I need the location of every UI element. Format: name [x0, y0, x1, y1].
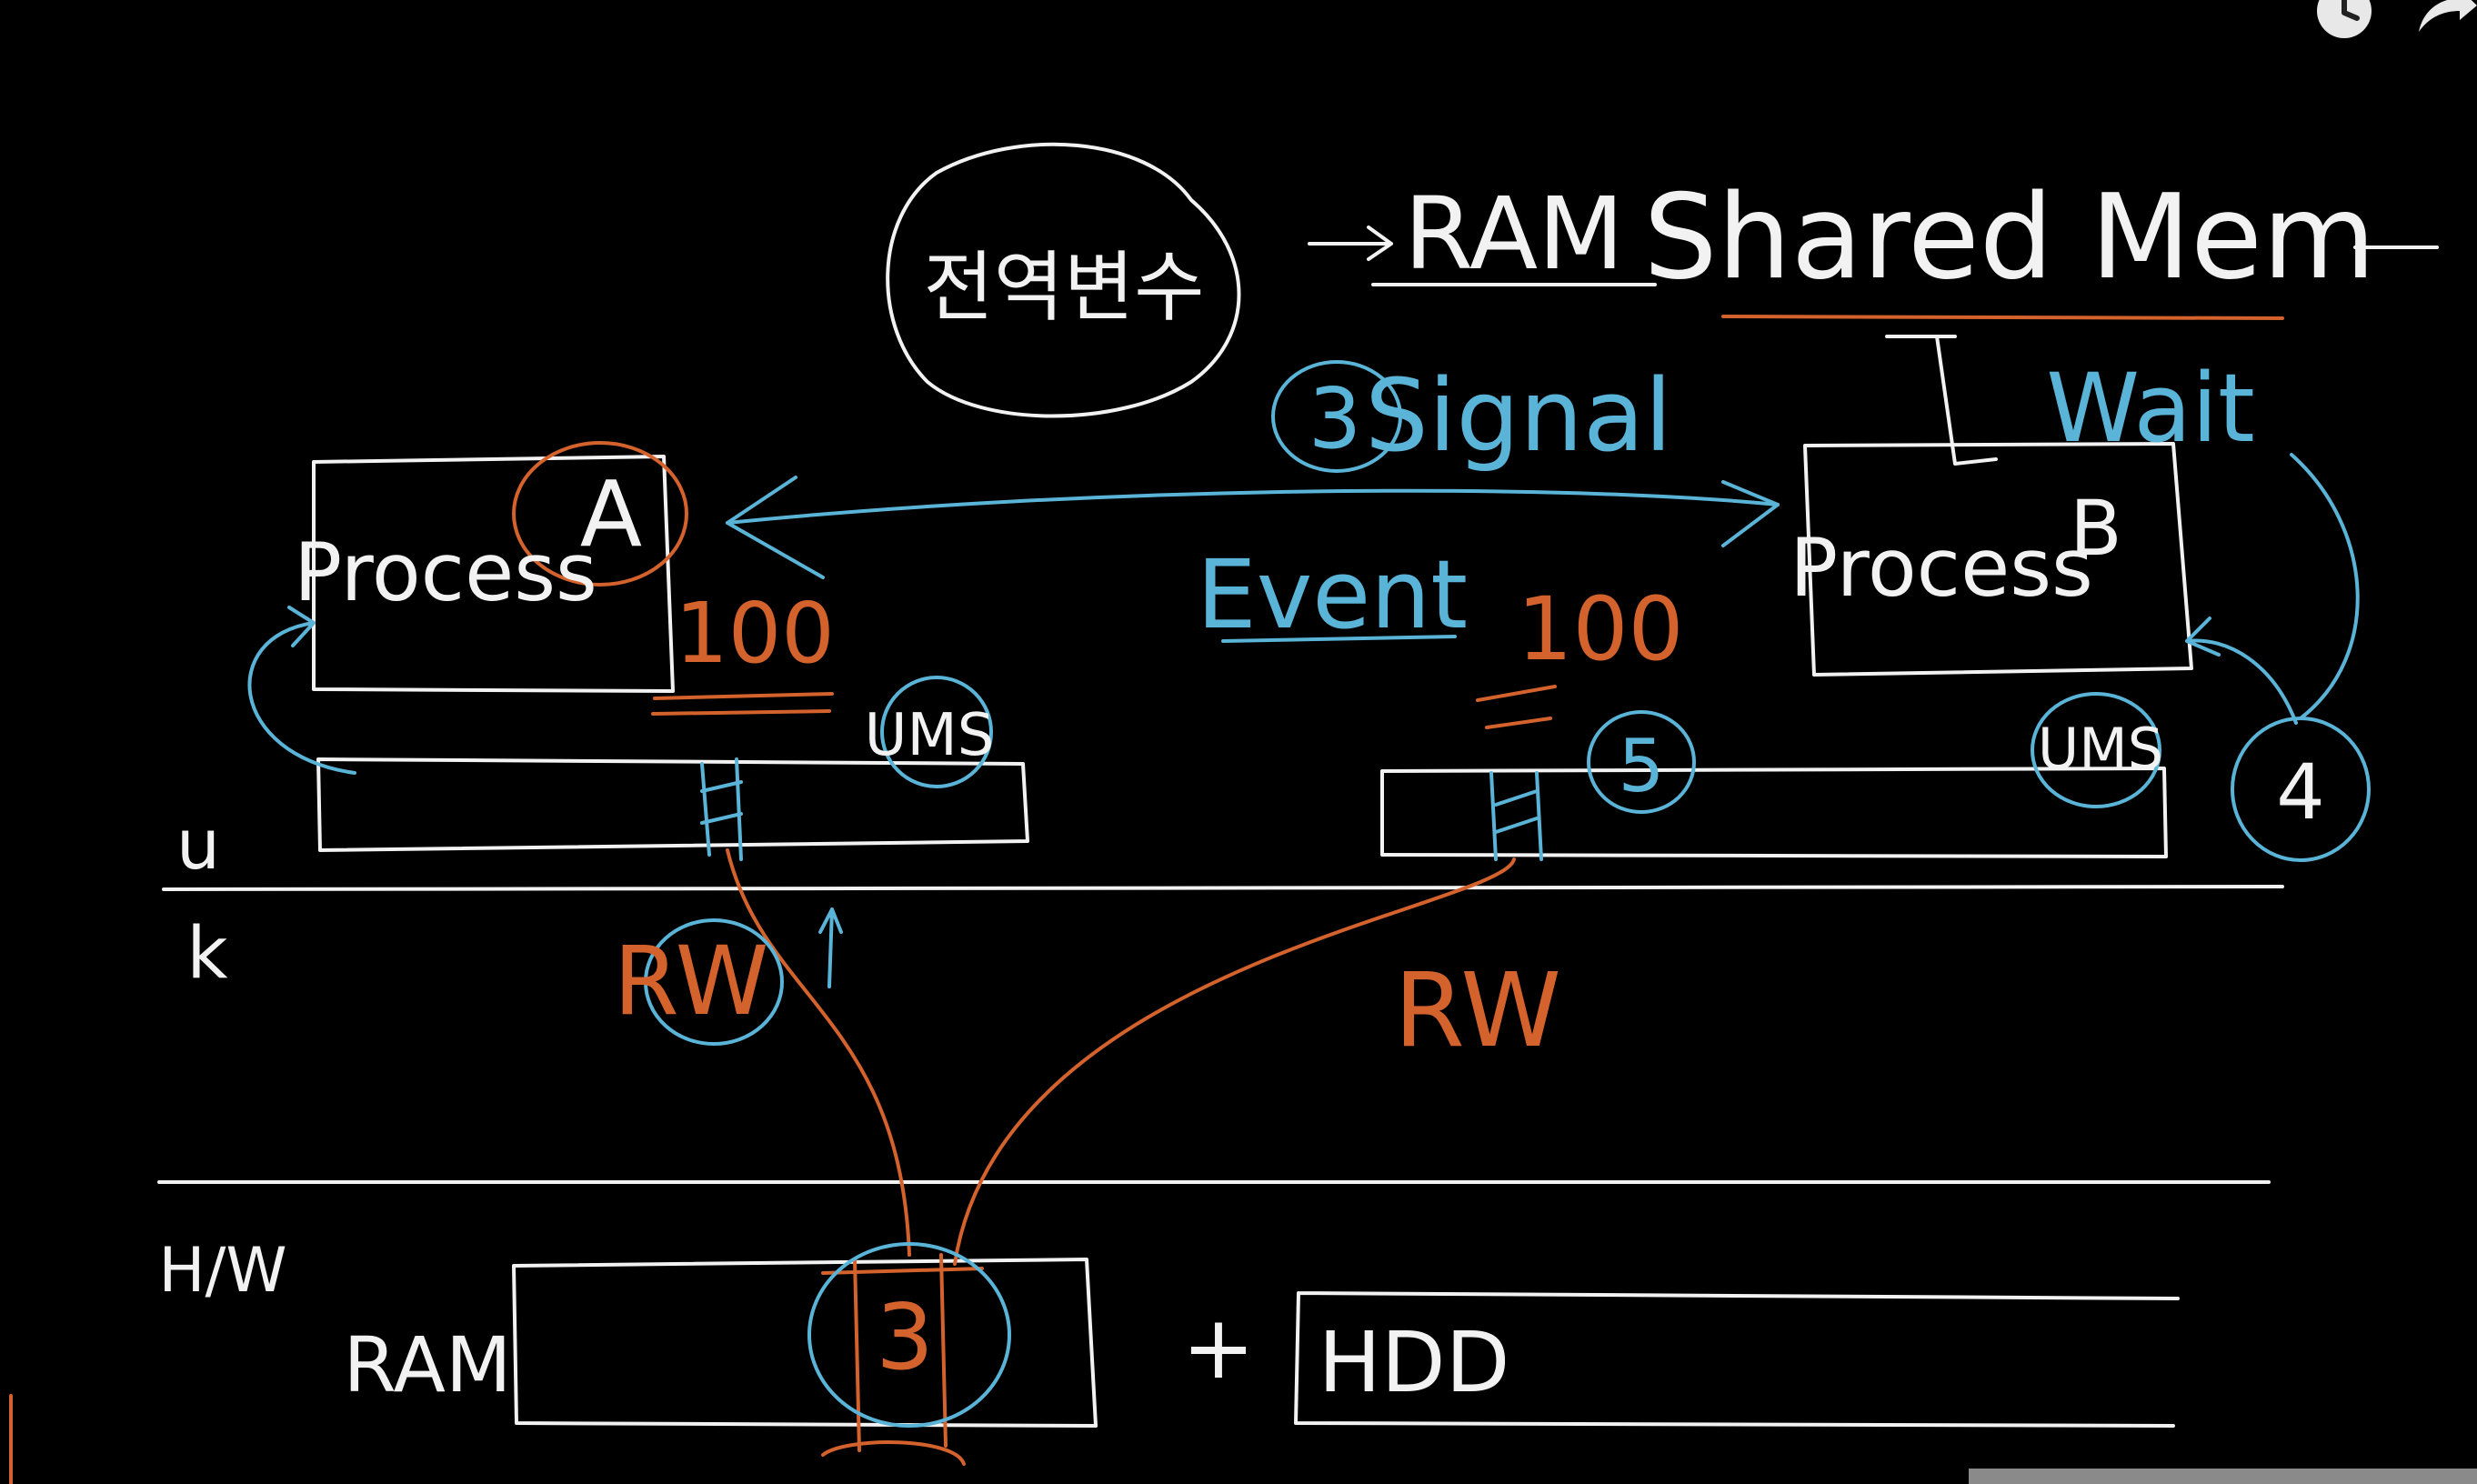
share-arrow-icon[interactable] [2419, 0, 2477, 32]
ram-cell-tail [821, 1440, 966, 1466]
process-b-box [1803, 442, 2193, 677]
process-a-label: Process [294, 526, 597, 619]
wait-label: Wait [2046, 353, 2255, 464]
ums-a-circle [880, 676, 993, 788]
signal-arrow-head-right [1721, 480, 1780, 547]
hdd-box [1294, 1291, 2180, 1428]
layer-user-label: u [176, 804, 220, 885]
ram-box [512, 1258, 1098, 1428]
process-b-label: Process [1790, 521, 2093, 615]
signal-num-label: 3 [1309, 370, 1362, 467]
step-3-circle [807, 1242, 1011, 1428]
rw-left-label: RW [614, 926, 769, 1037]
arrow-to-ram [1308, 226, 1393, 261]
hdd-label: HDD [1319, 1314, 1510, 1411]
ram-bottom-label: RAM [344, 1320, 512, 1409]
process-b-tag: B [2070, 484, 2122, 573]
orange-strokes [512, 315, 2284, 1466]
process-a-tag: A [580, 461, 642, 567]
signal-label: Signal [1365, 357, 1672, 474]
ram-top-label: RAM [1404, 175, 1624, 292]
clock-icon[interactable] [2317, 0, 2372, 38]
step-4-circle [2231, 717, 2371, 862]
small-up-arrow [818, 907, 843, 988]
shared-mem-underline [1721, 315, 2284, 320]
ums-b-circle [2031, 692, 2161, 808]
value-a-label: 100 [675, 585, 835, 682]
chalk-strokes [157, 142, 2439, 1428]
wait-bracket [1885, 335, 1998, 466]
event-label: Event [1197, 539, 1468, 650]
rw-curve-b [953, 857, 1516, 1266]
step-5-circle [1587, 710, 1696, 814]
process-a-loop-arrow [247, 606, 356, 775]
rw-right-label: RW [1394, 952, 1561, 1070]
plus-sign: + [1182, 1297, 1255, 1399]
hatch-b [1489, 771, 1543, 861]
step-4-label: 4 [2276, 747, 2324, 837]
signal-num-circle [1271, 360, 1402, 473]
global-var-label: 전역변수 [923, 243, 1204, 332]
bottom-overlay-bar [1969, 1469, 2477, 1484]
rw-left-circle [644, 918, 784, 1046]
step-5-label: 5 [1619, 724, 1665, 808]
value-a-underline [651, 692, 834, 716]
wait-to-4-arrow [2290, 453, 2360, 720]
ums-b-label: UMS [2038, 716, 2163, 782]
signal-arrow-head-left [726, 476, 825, 579]
hatch-a [700, 757, 743, 861]
global-var-circle [886, 142, 1241, 418]
process-a-tag-circle [512, 441, 688, 587]
ums-a-label: UMS [865, 702, 995, 769]
layer-hw-label: H/W [158, 1235, 286, 1307]
blue-strokes [247, 360, 2371, 1428]
step-3-label: 3 [876, 1284, 934, 1390]
user-bar-a [316, 757, 1029, 852]
user-kernel-divider [162, 885, 2284, 891]
shared-mem-label: Shared Mem [1643, 170, 2375, 306]
signal-arrow [726, 488, 1780, 525]
event-underline [1221, 635, 1457, 643]
process-b-loop-arrow [2185, 617, 2298, 725]
value-b-strike [1476, 685, 1557, 729]
ram-cell [821, 1253, 984, 1452]
rw-curve-a [726, 848, 911, 1257]
value-b-label: 100 [1517, 578, 1683, 680]
user-bar-b [1380, 767, 2168, 858]
layer-kernel-label: k [186, 913, 227, 995]
